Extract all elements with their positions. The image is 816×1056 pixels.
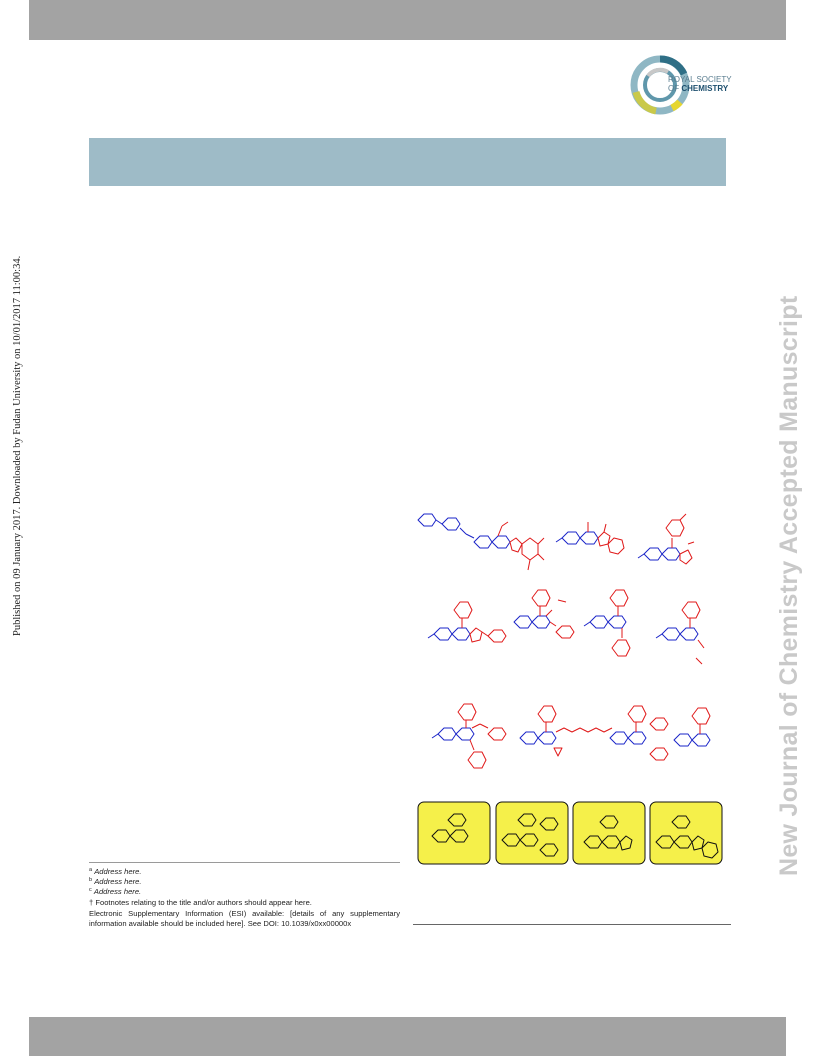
structure-aryl-quinoline-alkyne (655, 601, 705, 665)
logo-wordmark: ROYAL SOCIETY OF CHEMISTRY (668, 75, 732, 93)
logo-line-2-prefix: OF (668, 84, 682, 93)
footnote-esi: Electronic Supplementary Information (ES… (89, 909, 400, 928)
logo-line-2-bold: CHEMISTRY (681, 84, 729, 93)
footnote-b-marker: b (89, 877, 93, 883)
footnote-b-text: Address here. (94, 877, 142, 886)
target-scaffold-box-3 (572, 801, 646, 865)
footnote-c: c Address here. (89, 887, 400, 897)
structure-cyclopropyl-quinoline-chain (519, 705, 613, 757)
bottom-footer-bar (29, 1017, 786, 1056)
chemical-structures-figure (417, 513, 723, 865)
footnote-b: b Address here. (89, 877, 400, 887)
footnote-a-text: Address here. (94, 867, 142, 876)
structure-triaryl-quinoline (609, 705, 669, 761)
footnote-rule (89, 862, 400, 863)
right-column-rule (413, 924, 731, 925)
article-header-band (89, 138, 726, 186)
footnote-a: a Address here. (89, 867, 400, 877)
structure-furoquinoline-aryl (637, 513, 695, 565)
structure-irinotecan-like (417, 513, 545, 571)
footnote-c-marker: c (89, 887, 92, 893)
target-scaffold-box-2 (495, 801, 569, 865)
publication-note: Published on 09 January 2017. Downloaded… (12, 255, 23, 636)
structure-diaryl-quinoline-ester (513, 589, 575, 639)
footnote-dagger: † Footnotes relating to the title and/or… (89, 898, 312, 907)
accepted-manuscript-watermark: New Journal of Chemistry Accepted Manusc… (775, 295, 803, 876)
target-scaffold-box-1 (417, 801, 491, 865)
footnote-a-marker: a (89, 867, 93, 873)
footnote-c-text: Address here. (93, 887, 142, 896)
structure-indenoquinoline (555, 522, 625, 555)
structure-phenylquinoline (673, 707, 711, 747)
royal-society-of-chemistry-logo (630, 55, 690, 115)
target-scaffold-box-4 (649, 801, 723, 865)
top-header-bar (29, 0, 786, 40)
structure-aryl-furoquinoline (427, 601, 507, 643)
structure-quinoline-piperidine (583, 589, 631, 657)
structure-aminomethyl-quinoline (431, 703, 507, 769)
logo-line-1: ROYAL SOCIETY (668, 75, 732, 84)
